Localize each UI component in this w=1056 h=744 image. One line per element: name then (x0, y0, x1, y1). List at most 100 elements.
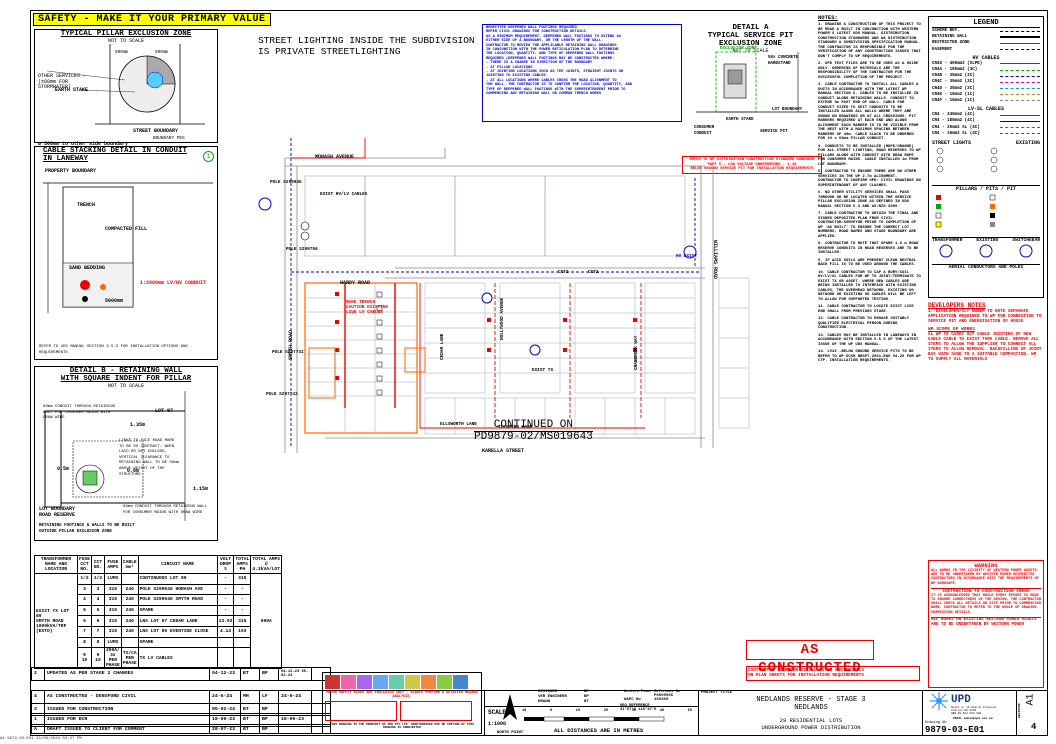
project-label: PROJECT TITLE (701, 691, 733, 695)
pillar-exclusion-detail: TYPICAL PILLAR EXCLUSION ZONE NOT TO SCA… (34, 29, 218, 147)
warning-text2: IT IS ACKNOWLEDGED THAT WHILE EVERY EFFO… (931, 593, 1041, 615)
detail-a-subtitle: NOT TO SCALE (732, 48, 769, 54)
warning-title: WARNING (974, 562, 998, 569)
sched-cell: 4 (91, 594, 106, 606)
scale-label: SCALE (488, 709, 507, 716)
sched-cell: 240 (120, 625, 139, 638)
rev-date: 28-07-23 (209, 724, 241, 734)
sched-cell: - (216, 583, 235, 596)
drawing-frame (30, 10, 1048, 736)
sched-cell: - (233, 604, 252, 617)
note-item: 13. CABLES MAY BE INSTALLED IN LANEWAYS … (818, 333, 919, 347)
dev-notes-text2: AL WP TO CARRY OUT CABLE JOINTING OF NEW… (928, 332, 1042, 362)
sheet-size: A1 (1025, 693, 1037, 706)
legend-existing: EXISTING (1015, 139, 1040, 146)
sched-h-volt: VOLT DROP % (216, 555, 235, 574)
sched-cell (216, 636, 235, 649)
sched-cell: 8 (91, 636, 106, 649)
detail-a-label-hardstand: 50x CONCRETE HARDSTAND (768, 56, 799, 66)
pillar-detail-title: TYPICAL PILLAR EXCLUSION ZONE (60, 30, 192, 38)
geo-ref: GEO REFERENCE 31°57'S 115°47'E (620, 704, 657, 712)
sched-cell: LNS LOT 97 CEDAR LANE (137, 615, 218, 627)
note-item: 11. CABLE CONTRACTOR TO LOCATE EXIST LIV… (818, 305, 914, 314)
legend-hv-title: HV CABLES (972, 54, 1000, 61)
notes-title: NOTES: (818, 14, 838, 21)
note-item: 5. CONTRACTOR TO ENSURE THERE ARE NO OTH… (818, 170, 921, 188)
rev-sent: 04-12-23 05-02-24 (278, 667, 312, 681)
rev-no: 2 (31, 667, 45, 681)
sched-cell: TX LV CABLES (137, 647, 218, 670)
detail-b-note: RETAINING FOOTINGS & WALLS TO BE BUILT O… (39, 524, 135, 534)
safety-icons (323, 673, 481, 691)
sched-cell: 6 (91, 615, 106, 627)
warning-foot: ALL WORKS ON EXISTING WESTERN POWER ASSE… (931, 616, 1041, 628)
safety-caption: MAJOR SAFETY RISKS ARE INDICATED ONLY - … (326, 691, 478, 699)
sheet-panel: A1 REVISION 4 (1016, 690, 1049, 736)
sched-cell: 7 (91, 625, 106, 638)
road-cedar: CEDAR LANE (440, 333, 445, 360)
plan-exist-cables: EXIST HV/LV CABLES (320, 192, 368, 197)
project-subtitle: 29 RESIDENTIAL LOTS UNDERGROUND POWER DI… (761, 717, 861, 731)
note-item: 4. CONDUITS TO BE INSTALLED (HDPE/ORANGE… (818, 144, 921, 167)
scale-caption: ALL DISTANCES ARE IN METRES (554, 727, 644, 734)
sched-h-cct: CCT NO. (91, 555, 106, 574)
north-point: NORTH POINT (484, 690, 535, 736)
note-item: 3. CABLE CONTRACTOR TO INSTALL ALL CABLE… (818, 83, 919, 141)
sched-cell: - (233, 583, 252, 596)
sched-cell: 7 (76, 625, 93, 638)
sched-cell: 315 (104, 594, 122, 606)
note-item: 9. IF ACID SOILS ARE PRESENT CLEAN NEUTR… (818, 258, 917, 268)
notes-column: NOTES: 1. DRAWING & CONSTRUCTION OF THIS… (818, 14, 922, 539)
legend-street-lights: STREET LIGHTS (932, 139, 972, 146)
stack-label-trench: TRENCH (77, 202, 96, 208)
sched-cell: LNS LOT 90 EVENTIDE CLOSE (137, 625, 218, 638)
upd-logo-icon (930, 692, 948, 710)
rev-desc: UPDATED AS PER STAGE 2 CHANGES (44, 667, 210, 681)
road-hollywood: HOLLYWOOD AVENUE (500, 297, 505, 340)
sched-cell: - (216, 604, 235, 617)
legend-hv-item: CR40 - 400mm2 (XLPE) (932, 61, 1040, 67)
detail-a-ref-note: REFER TO WP DISTRIBUTION CONSTRUCTION ST… (682, 156, 822, 174)
company-email: EMAIL admin@upd.net.au (953, 717, 993, 720)
rev-desc: AS CONSTRUCTED - DENSFORD CIVIL (44, 690, 210, 704)
dev-scope-title: WP SCOPE OF WORKS (928, 327, 975, 332)
road-hardy: HARDY ROAD (340, 280, 371, 286)
drawing-no-label: Drawing No (925, 721, 947, 725)
sched-cell: TX/CA PER PHASE (120, 647, 139, 670)
sched-cell: 5 (76, 604, 93, 617)
stack-label-sand: SAND BEDDING (69, 265, 106, 271)
warning-sign-icon (400, 701, 472, 721)
sched-cell: 9 10 (91, 647, 106, 670)
north-arrow-icon (503, 694, 517, 720)
sched-h-fuse: FUSE CCT NO. (76, 555, 93, 574)
legend-item: RETAINING WALL (932, 34, 1040, 40)
road-cranbrook: CRANBROOK WAY (634, 335, 639, 370)
sched-cell: 1/2 (91, 573, 106, 585)
detail-a: DETAIL A TYPICAL SERVICE PIT EXCLUSION Z… (688, 24, 813, 159)
stack-label-conduit: 1:2000mm LV/HV CONDUIT (140, 280, 207, 286)
rev-no: A (31, 724, 45, 734)
stack-label-width: 5000mm (105, 298, 124, 304)
road-monash: MONASH AVENUE (315, 154, 355, 160)
legend-title: LEGEND (932, 19, 1040, 28)
rev-date: 04-12-23 (209, 667, 241, 681)
hazard-icon (405, 675, 420, 689)
legend-hv-item: CR4A - 185mm2 (3C) (932, 67, 1040, 73)
detail-a-label-earth: EARTH STAKE (726, 118, 754, 122)
legend-item: RESTRICTED ZONE (932, 40, 1040, 46)
plan-cct2: CCT2 (558, 270, 569, 275)
sched-cell: 3 (76, 583, 93, 596)
note-item: 7. CABLE CONTRACTOR TO OBTAIN THE FINAL … (818, 212, 919, 239)
detail-b-label-width: 1.35m (130, 422, 146, 428)
sched-h-circuit: CIRCUIT NAME (137, 555, 218, 574)
note-item: 12. CABLE CONTRACTOR TO ENGAGE SUITABLY … (818, 317, 910, 330)
detail-b-label-links: LINKS TO FACE ROAD MARK TO BE SO CONTRAC… (119, 439, 180, 477)
pillar-label-street: STREET BOUNDARY (133, 128, 179, 134)
road-illumina: ILLUMINA LANE (498, 425, 533, 430)
warning-title2: INSTRUCTION TO CONSTRUCTION CREWS (931, 587, 1041, 594)
detail-b-label-conduit-top: 63mm CONDUIT THROUGH RETAINING WALL FOR … (43, 405, 116, 421)
title-block (30, 690, 1048, 737)
